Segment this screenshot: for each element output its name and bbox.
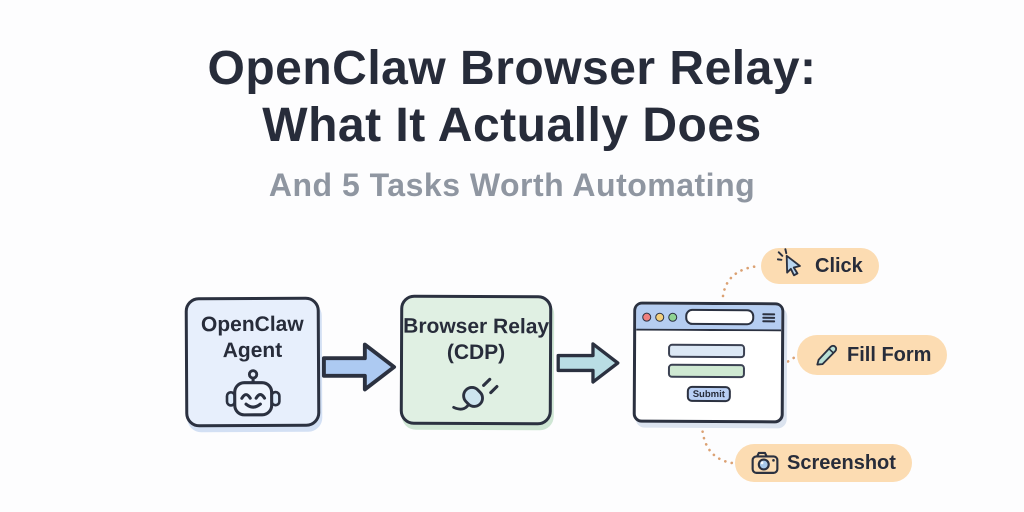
pencil-icon xyxy=(816,344,838,366)
callout-click-label: Click xyxy=(815,254,863,277)
page-title-line1: OpenClaw Browser Relay: xyxy=(207,42,817,95)
callout-fill-form: Fill Form xyxy=(797,335,948,375)
address-bar[interactable] xyxy=(685,308,755,326)
connector-screenshot xyxy=(700,423,734,465)
agent-box-label-line2: Agent xyxy=(222,338,283,363)
relay-box: Browser Relay (CDP) xyxy=(399,294,553,426)
agent-box-label-line1: OpenClaw xyxy=(200,312,304,337)
traffic-light-green-icon[interactable] xyxy=(668,312,678,322)
traffic-light-yellow-icon[interactable] xyxy=(655,312,665,322)
plug-icon xyxy=(452,377,499,411)
traffic-light-red-icon[interactable] xyxy=(642,312,652,322)
page-subtitle: And 5 Tasks Worth Automating xyxy=(268,167,756,203)
callout-click: Click xyxy=(761,248,879,284)
window-body: Submit xyxy=(636,331,781,421)
form-field-1[interactable] xyxy=(668,343,746,359)
window-titlebar xyxy=(636,304,782,332)
robot-icon xyxy=(225,369,281,417)
arrow-agent-to-relay xyxy=(321,342,397,392)
callout-screenshot: Screenshot xyxy=(735,444,912,482)
hamburger-menu-icon[interactable] xyxy=(762,312,776,323)
relay-box-label-line1: Browser Relay xyxy=(403,314,550,339)
cursor-click-icon xyxy=(777,248,801,277)
relay-box-label-line2: (CDP) xyxy=(446,340,506,365)
submit-button-label: Submit xyxy=(692,388,725,400)
page-title-line2: What It Actually Does xyxy=(262,99,762,152)
camera-icon xyxy=(751,451,779,474)
callout-fill-form-label: Fill Form xyxy=(847,343,932,366)
header: OpenClaw Browser Relay: What It Actually… xyxy=(0,40,1024,204)
browser-window: Submit xyxy=(632,301,785,424)
submit-button[interactable]: Submit xyxy=(686,385,731,403)
agent-box: OpenClaw Agent xyxy=(184,296,321,428)
arrow-relay-to-browser xyxy=(556,342,620,384)
callout-screenshot-label: Screenshot xyxy=(787,451,896,474)
form-field-2[interactable] xyxy=(667,363,745,379)
connector-click xyxy=(721,264,761,298)
